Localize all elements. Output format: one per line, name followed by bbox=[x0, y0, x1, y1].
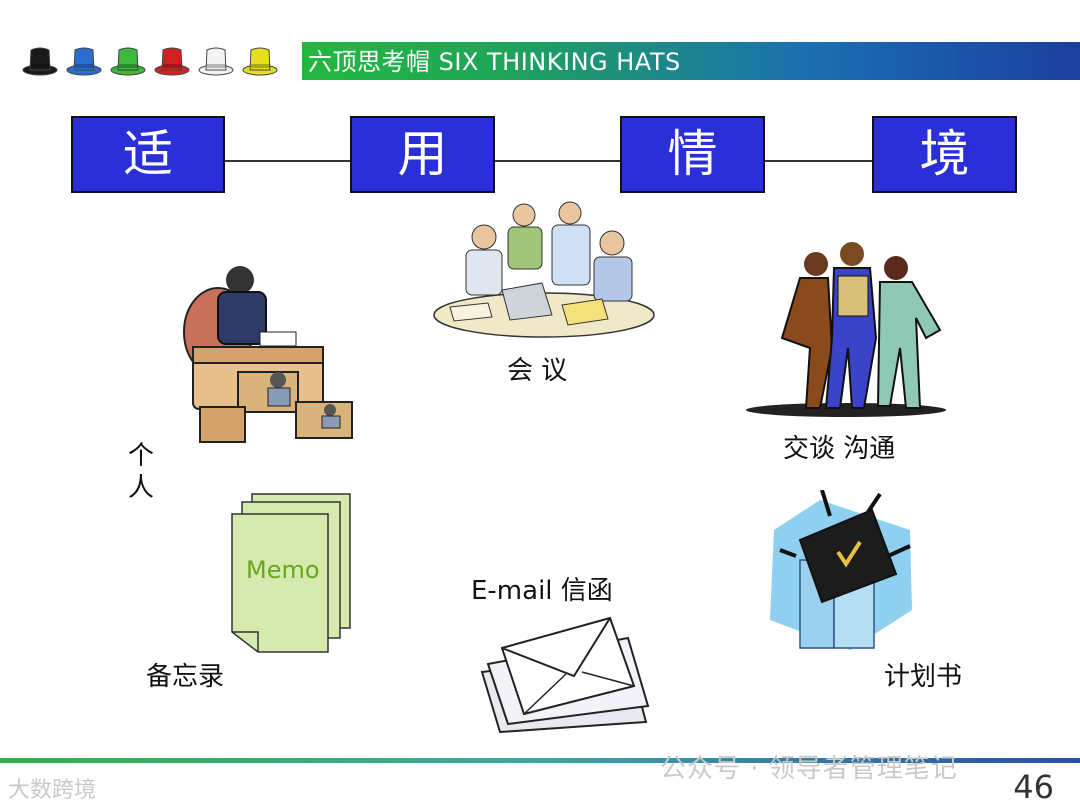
yellow-hat-icon bbox=[242, 47, 278, 76]
email-envelope-illustration bbox=[480, 616, 650, 734]
white-hat-icon bbox=[198, 47, 234, 76]
page-number: 46 bbox=[1013, 768, 1054, 806]
label-plan: 计划书 bbox=[884, 662, 963, 692]
title-box-3: 情 bbox=[620, 116, 765, 193]
watermark-left: 大数跨境 bbox=[8, 778, 97, 803]
label-email: E-mail 信函 bbox=[471, 576, 613, 606]
individual-desk-illustration bbox=[183, 266, 353, 443]
footer-line bbox=[0, 758, 1080, 763]
blue-hat-icon bbox=[66, 47, 102, 76]
conversation-illustration bbox=[746, 242, 946, 417]
label-meeting: 会 议 bbox=[507, 356, 568, 386]
six-hats-icons bbox=[22, 47, 278, 76]
label-individual: 个人 bbox=[128, 441, 155, 503]
memo-text: Memo bbox=[246, 556, 320, 584]
title-connector-line bbox=[225, 160, 873, 162]
header-title: 六顶思考帽 SIX THINKING HATS bbox=[308, 48, 681, 76]
title-box-1: 适 bbox=[71, 116, 225, 193]
green-hat-icon bbox=[110, 47, 146, 76]
red-hat-icon bbox=[154, 47, 190, 76]
plan-book-illustration bbox=[770, 490, 912, 650]
title-box-4: 境 bbox=[872, 116, 1017, 193]
title-box-2: 用 bbox=[350, 116, 495, 193]
header-bar bbox=[296, 42, 1080, 80]
label-memo: 备忘录 bbox=[146, 662, 225, 692]
memo-illustration bbox=[231, 493, 351, 653]
meeting-illustration bbox=[433, 201, 655, 338]
watermark-right: 公众号 · 领导者管理笔记 bbox=[660, 754, 958, 784]
label-conversation: 交谈 沟通 bbox=[783, 434, 896, 464]
black-hat-icon bbox=[22, 47, 58, 76]
